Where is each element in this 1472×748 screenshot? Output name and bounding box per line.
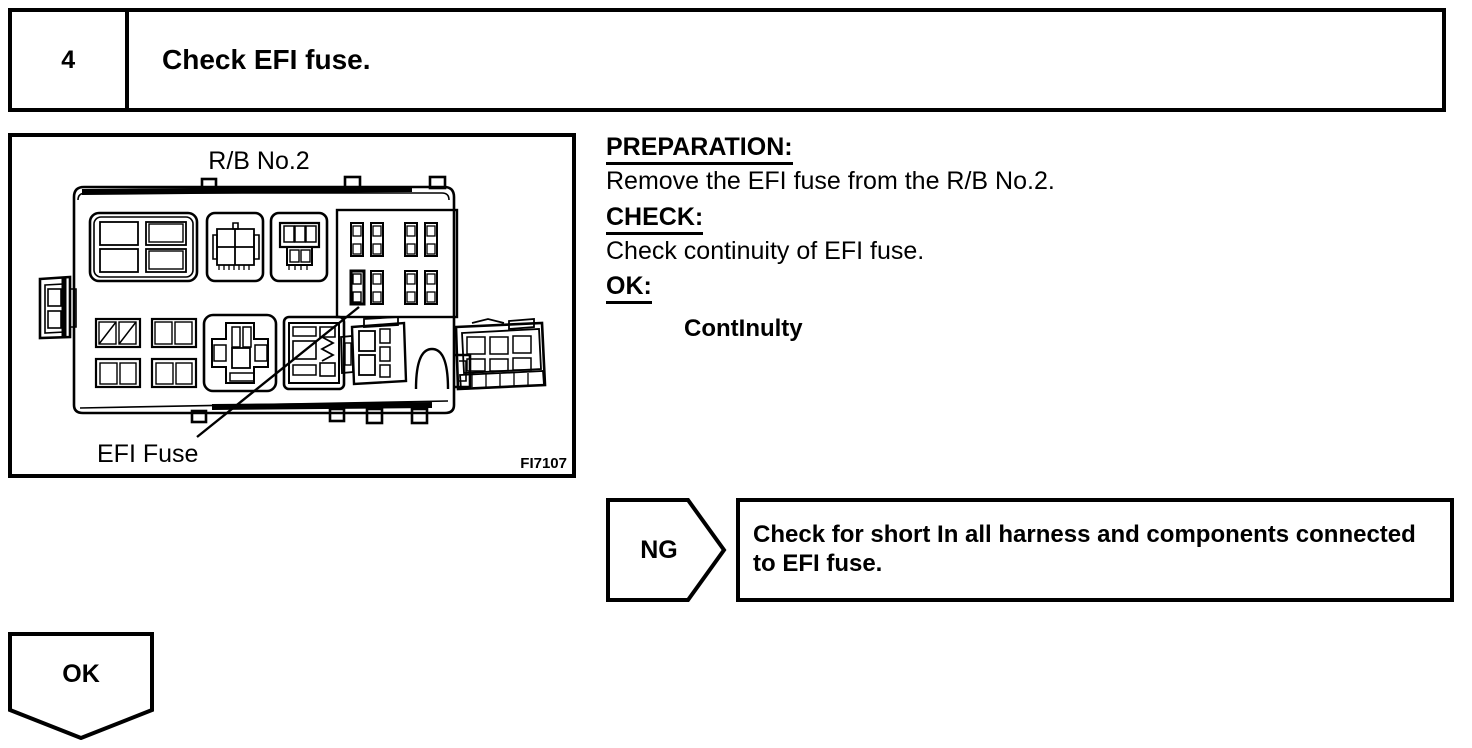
check-text: Check continuity of EFI fuse. xyxy=(606,236,925,265)
figure-callout-label: EFI Fuse xyxy=(97,440,198,468)
ok-branch-tag: OK xyxy=(8,632,154,740)
figure-code: FI7107 xyxy=(520,455,567,472)
step-number-cell: 4 xyxy=(12,12,129,108)
step-header-box: 4 Check EFI fuse. xyxy=(8,8,1446,112)
ok-branch-label: OK xyxy=(62,659,100,688)
ok-section: OK: ContInulty xyxy=(606,272,1456,343)
ng-tag-label: NG xyxy=(640,535,678,564)
figure-box: R/B No.2 EFI Fuse FI7107 xyxy=(8,133,576,478)
step-title-cell: Check EFI fuse. xyxy=(129,12,1442,108)
check-section: CHECK: Check continuity of EFI fuse. xyxy=(606,203,1456,266)
ng-action-text: Check for short In all harness and compo… xyxy=(753,521,1416,577)
step-title: Check EFI fuse. xyxy=(162,44,371,75)
ok-heading: OK: xyxy=(606,272,652,304)
ok-value: ContInulty xyxy=(684,315,803,342)
instructions-panel: PREPARATION: Remove the EFI fuse from th… xyxy=(606,133,1456,343)
figure-block-label: R/B No.2 xyxy=(208,147,309,175)
check-heading: CHECK: xyxy=(606,203,704,235)
ng-tag-shape: NG xyxy=(606,498,728,602)
preparation-section: PREPARATION: Remove the EFI fuse from th… xyxy=(606,133,1456,196)
preparation-heading: PREPARATION: xyxy=(606,133,793,165)
preparation-text: Remove the EFI fuse from the R/B No.2. xyxy=(606,167,1055,195)
relay-block-diagram: R/B No.2 EFI Fuse FI7107 xyxy=(38,147,567,472)
ng-action-box: Check for short In all harness and compo… xyxy=(736,498,1454,602)
ng-branch-row: NG Check for short In all harness and co… xyxy=(606,498,1458,602)
step-number: 4 xyxy=(61,45,76,74)
